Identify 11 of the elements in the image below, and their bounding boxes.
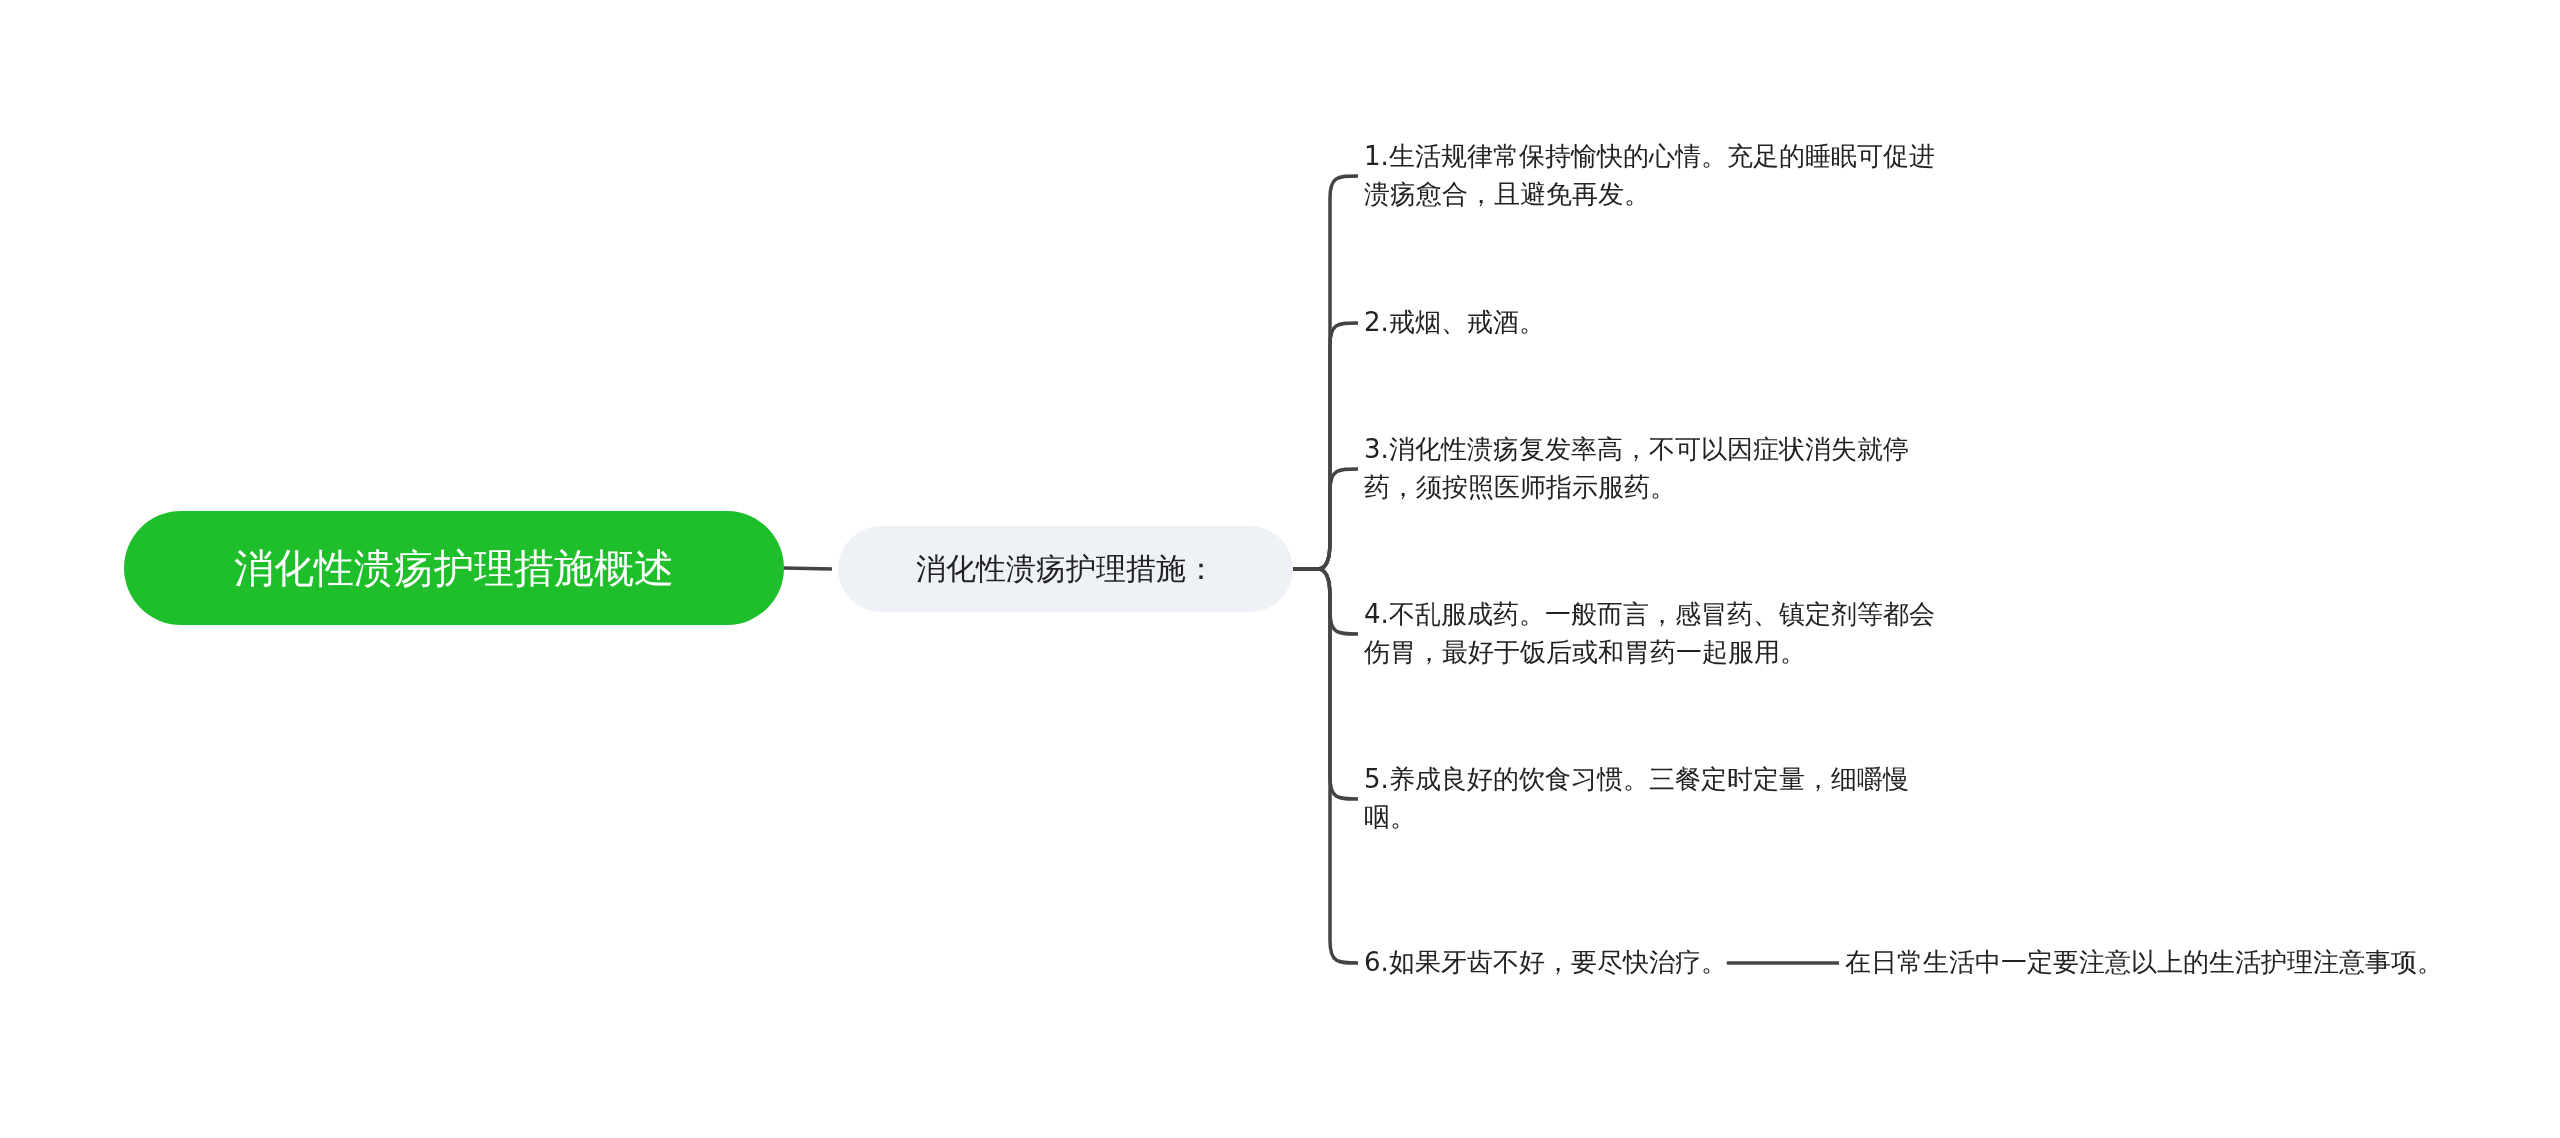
connector-line — [783, 566, 833, 571]
leaf-text: 在日常生活中一定要注意以上的生活护理注意事项。 — [1845, 944, 2443, 982]
leaf-text: 1.生活规律常保持愉快的心情。充足的睡眠可促进溃疡愈合，且避免再发。 — [1364, 138, 1954, 214]
root-topic: 消化性溃疡护理措施概述 — [124, 511, 784, 625]
subtopic-box: 消化性溃疡护理措施： — [838, 526, 1293, 612]
leaf-text: 2.戒烟、戒酒。 — [1364, 304, 1545, 342]
leaf-text: 6.如果牙齿不好，要尽快治疗。 — [1364, 944, 1727, 982]
leaf-text: 5.养成良好的饮食习惯。三餐定时定量，细嚼慢咽。 — [1364, 761, 1954, 837]
leaf-text: 4.不乱服成药。一般而言，感冒药、镇定剂等都会伤胃，最好于饭后或和胃药一起服用。 — [1364, 596, 1954, 672]
leaf-text: 3.消化性溃疡复发率高，不可以因症状消失就停药，须按照医师指示服药。 — [1364, 431, 1954, 507]
connector-line — [1726, 961, 1839, 965]
